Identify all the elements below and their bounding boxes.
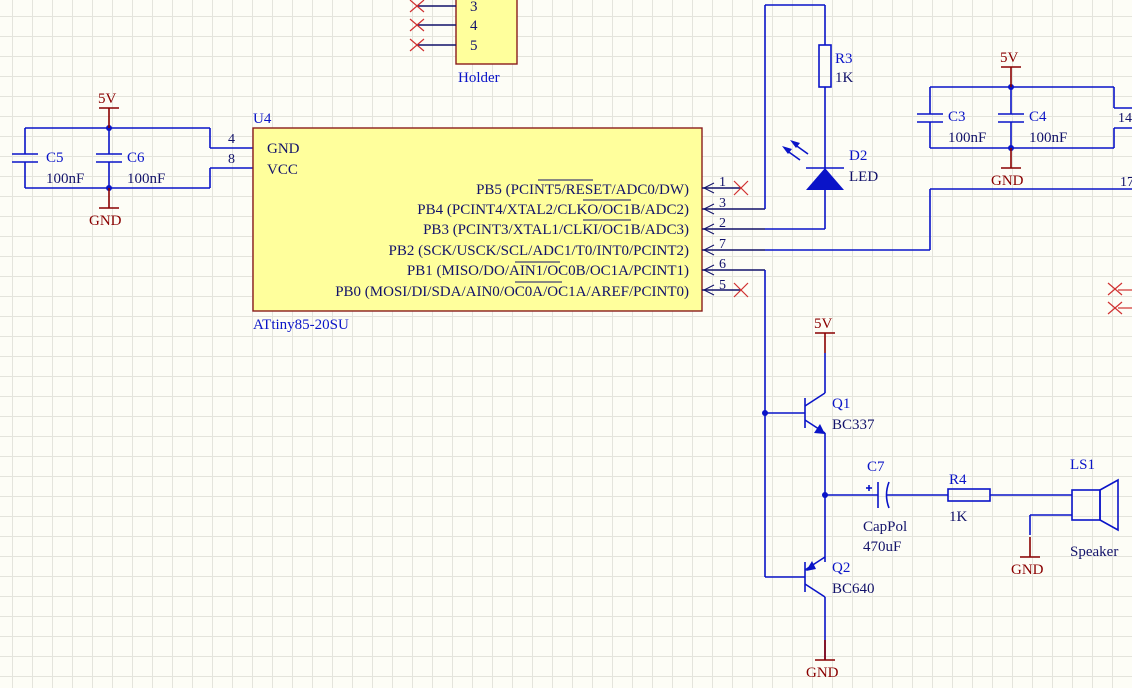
q1-npn-transistor[interactable] — [804, 332, 835, 434]
edge-pin-14: 14 — [1118, 111, 1132, 126]
r4-value: 1K — [949, 509, 968, 525]
c7-designator: C7 — [867, 459, 885, 475]
c7-capacitance: 470uF — [863, 539, 901, 555]
gnd-label-left: GND — [89, 213, 122, 229]
output-node — [822, 433, 878, 562]
holder-pin-3: 3 — [470, 0, 478, 15]
holder-pin-4: 4 — [470, 18, 478, 34]
u4-pin-2-number: 2 — [719, 216, 726, 231]
c3-designator: C3 — [948, 109, 966, 125]
q2-designator: Q2 — [832, 560, 850, 576]
c6-value: 100nF — [127, 171, 165, 187]
u4-pin-pb2: PB2 (SCK/USCK/SCL/ADC1/T0/INT0/PCINT2) — [389, 243, 689, 259]
vcc-label-q1: 5V — [814, 316, 833, 332]
c5-designator: C5 — [46, 150, 64, 166]
ls1-value: Speaker — [1070, 544, 1118, 560]
r4-resistor[interactable] — [947, 488, 1072, 502]
u4-pin-pb5: PB5 (PCINT5/RESET/ADC0/DW) — [476, 182, 689, 198]
c5-value: 100nF — [46, 171, 84, 187]
u4-designator: U4 — [253, 111, 272, 127]
c4-value: 100nF — [1029, 130, 1067, 146]
holder-pin-5: 5 — [470, 38, 478, 54]
u4-pin-4-number: 4 — [228, 132, 235, 147]
d2-value: LED — [849, 169, 878, 185]
c3-c4-decoupling — [917, 66, 1132, 169]
c5-c6-decoupling — [12, 107, 253, 209]
edge-pin-17: 17 — [1120, 175, 1132, 190]
u4-pin-pb3: PB3 (PCINT3/XTAL1/CLKI/OC1B/ADC3) — [423, 222, 689, 238]
gnd-label-speaker: GND — [1011, 562, 1044, 578]
gnd-label-q2: GND — [806, 665, 839, 681]
u4-pin-3-number: 3 — [719, 196, 726, 211]
u4-attiny85[interactable]: U4 ATtiny85-20SU 4 8 GND VCC PB5 (PCINT5… — [228, 111, 765, 333]
c4-designator: C4 — [1029, 109, 1047, 125]
u4-pin-8-number: 8 — [228, 152, 235, 167]
u4-pin-vcc: VCC — [267, 162, 298, 178]
holder-connector[interactable]: 3 4 5 Holder — [409, 0, 518, 86]
r4-designator: R4 — [949, 472, 967, 488]
u4-pin-pb4: PB4 (PCINT4/XTAL2/CLKO/OC1B/ADC2) — [417, 202, 689, 218]
ls1-speaker[interactable] — [1020, 478, 1119, 558]
q2-pnp-transistor[interactable] — [804, 556, 835, 661]
u4-pin-5-number: 5 — [719, 278, 726, 293]
vcc-label-right: 5V — [1000, 50, 1019, 66]
gnd-label-right: GND — [991, 173, 1024, 189]
u4-pin-pb1: PB1 (MISO/DO/AIN1/OC0B/OC1A/PCINT1) — [407, 263, 689, 279]
ls1-designator: LS1 — [1070, 457, 1095, 473]
u4-part-name: ATtiny85-20SU — [253, 317, 349, 333]
q1-designator: Q1 — [832, 396, 850, 412]
no-connect-marker — [1107, 282, 1132, 315]
u4-pin-pb0: PB0 (MOSI/DI/SDA/AIN0/OC0A/OC1A/AREF/PCI… — [335, 284, 689, 300]
r3-led-branch — [764, 4, 844, 230]
u4-pin-6-number: 6 — [719, 257, 726, 272]
u4-pin-gnd: GND — [267, 141, 300, 157]
u4-pin-1-number: 1 — [719, 175, 726, 190]
q2-value: BC640 — [832, 581, 875, 597]
d2-designator: D2 — [849, 148, 867, 164]
u4-pin-7-number: 7 — [719, 237, 726, 252]
c7-polarized-capacitor[interactable] — [866, 481, 948, 509]
pb2-net — [765, 188, 1132, 251]
holder-label: Holder — [458, 70, 500, 86]
c3-value: 100nF — [948, 130, 986, 146]
r3-designator: R3 — [835, 51, 853, 67]
r3-value: 1K — [835, 70, 854, 86]
pb1-driver-net — [762, 270, 805, 578]
c6-designator: C6 — [127, 150, 145, 166]
q1-value: BC337 — [832, 417, 875, 433]
no-connect-marker — [733, 180, 749, 298]
no-connect-marker — [409, 0, 425, 52]
vcc-label-left: 5V — [98, 91, 117, 107]
c7-value: CapPol — [863, 519, 907, 535]
